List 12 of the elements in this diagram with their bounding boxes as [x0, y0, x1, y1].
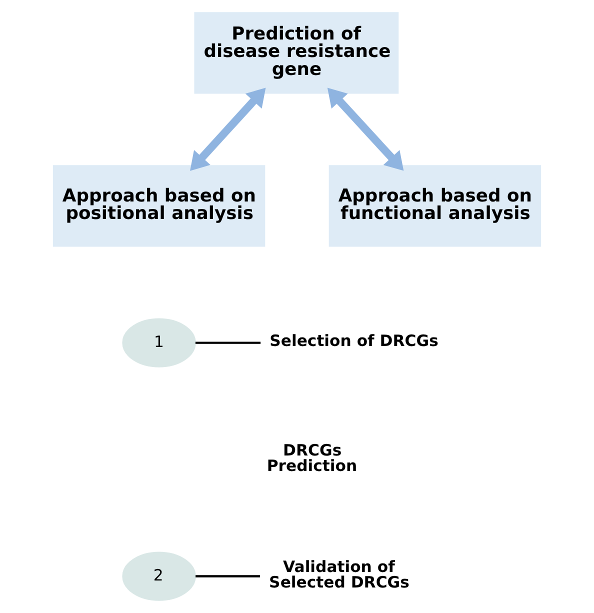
arrow — [327, 88, 404, 171]
node-box: Approach based on positional analysis — [52, 165, 266, 247]
node-box: Approach based on functional analysis — [328, 165, 542, 247]
node-ellipse: 1 — [122, 318, 196, 368]
connector — [196, 575, 260, 578]
node-ellipse: 2 — [122, 552, 196, 601]
node-text: Selection of DRCGs — [270, 330, 438, 350]
node-box: Prediction of disease resistance gene — [194, 12, 399, 94]
label: DRCGs Prediction — [266, 440, 358, 475]
connector — [195, 342, 261, 344]
arrow — [190, 88, 266, 171]
node-text: Validation of Selected DRCGs — [269, 557, 410, 592]
